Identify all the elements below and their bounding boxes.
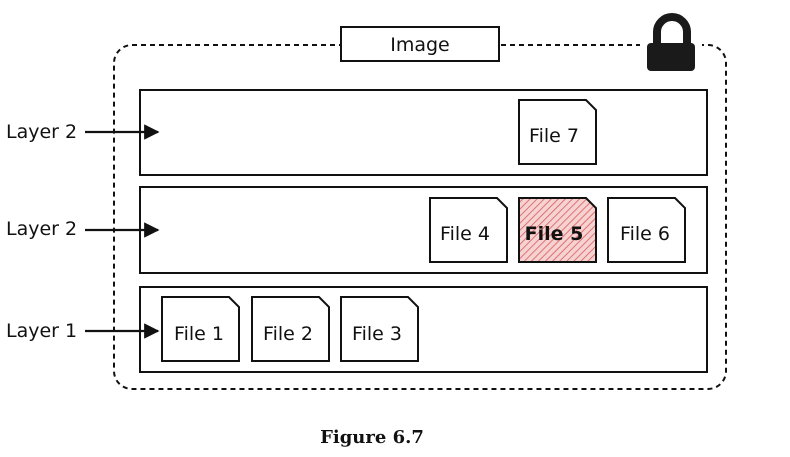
figure-caption: Figure 6.7	[320, 427, 424, 448]
layer-row-middle: Layer 2 File 4 File 5 File 6	[6, 186, 708, 274]
layer-label: Layer 2	[6, 218, 77, 240]
file-label: File 7	[529, 125, 579, 147]
layer-row-top: Layer 2 File 7	[6, 89, 708, 176]
file-label: File 3	[352, 323, 402, 345]
file-label: File 4	[440, 223, 490, 245]
layer-label: Layer 1	[6, 320, 77, 342]
layer-label: Layer 2	[6, 121, 77, 143]
layer-box	[139, 89, 708, 176]
image-label: Image	[340, 26, 500, 62]
layer-row-bottom: Layer 1 File 1 File 2 File 3	[6, 286, 708, 373]
file-label: File 1	[174, 323, 224, 345]
image-label-text: Image	[390, 34, 450, 56]
file-label: File 5	[525, 223, 584, 245]
file-label: File 6	[620, 223, 670, 245]
file-icon: File 6	[607, 197, 686, 263]
lock-icon	[640, 13, 702, 73]
file-icon: File 3	[340, 296, 419, 362]
file-icon-highlighted: File 5	[518, 197, 597, 263]
file-label: File 2	[263, 323, 313, 345]
file-icon: File 7	[518, 99, 597, 165]
file-icon: File 1	[161, 296, 240, 362]
file-icon: File 4	[429, 197, 508, 263]
file-icon: File 2	[251, 296, 330, 362]
